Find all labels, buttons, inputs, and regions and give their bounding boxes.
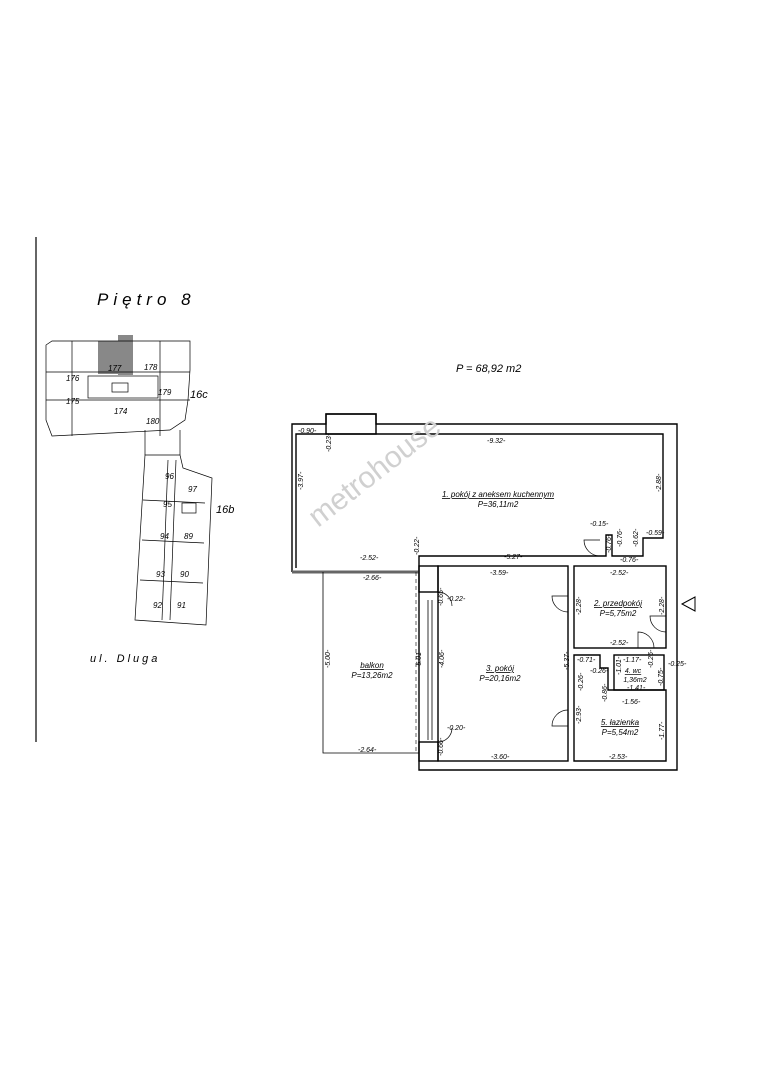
dimension-label: -5.37-	[564, 651, 571, 670]
dimension-label: -3.60-	[491, 754, 510, 761]
dimension-label: -2.52-	[610, 570, 629, 577]
unit-label: 95	[163, 500, 172, 509]
dimension-label: -2.66-	[363, 575, 382, 582]
unit-label: 180	[146, 417, 160, 426]
dimension-label: -2.64-	[358, 747, 377, 754]
unit-label: 90	[180, 570, 189, 579]
unit-label: 175	[66, 397, 80, 406]
dimension-label: -2.88-	[656, 473, 663, 492]
dimension-label: -0.90-	[298, 428, 317, 435]
key-plan	[45, 335, 213, 626]
unit-label: 91	[177, 601, 186, 610]
dimension-label: -1.17-	[623, 657, 642, 664]
highlighted-unit	[98, 341, 118, 374]
dimension-label: -0.22-	[414, 536, 421, 555]
room-name: balkon	[360, 661, 384, 670]
dimension-label: -5.27-	[504, 554, 523, 561]
dimension-label: -0.76-	[606, 534, 613, 553]
dimension-label: -2.28-	[659, 596, 666, 615]
room-area: P=36,11m2	[478, 500, 519, 509]
dimension-label: -0.15-	[590, 521, 609, 528]
room-labels: 1. pokój z aneksem kuchennym P=36,11m2 2…	[351, 490, 646, 737]
entrance-arrow-icon	[680, 596, 696, 612]
unit-label: 92	[153, 601, 162, 610]
dimension-label: -1.56-	[622, 699, 641, 706]
dimension-label: -9.32-	[487, 438, 506, 445]
room-name: 1. pokój z aneksem kuchennym	[442, 490, 554, 499]
dimension-label: -3.97-	[298, 471, 305, 490]
dimension-label: -0.26-	[578, 672, 585, 691]
dimension-label: -0.26-	[590, 668, 609, 675]
building-16b: 16b	[216, 504, 234, 516]
dimension-label: -0.26-	[648, 649, 655, 668]
dimension-label: -4.06-	[439, 649, 446, 668]
key-plan-labels: 177 178 176 179 175 174 180 16c 96 97 95…	[66, 363, 234, 610]
dimension-label: -0.20-	[447, 725, 466, 732]
dimension-label: -2.93-	[576, 705, 583, 724]
dimension-label: -2.52-	[360, 555, 379, 562]
room-area: P=20,16m2	[479, 674, 521, 683]
dimension-label: -2.53-	[609, 754, 628, 761]
dimension-label: -0.76-	[617, 528, 624, 547]
room-name: 2. przedpokój	[593, 599, 642, 608]
unit-label: 174	[114, 407, 128, 416]
apartment-walls	[291, 413, 696, 771]
room-area: P=5,75m2	[600, 609, 637, 618]
unit-label: 177	[108, 364, 122, 373]
dimension-label: -0.62-	[633, 528, 640, 547]
dimensions: -0.90- -0.23- -9.32- -3.97- -2.88- -0.15…	[298, 428, 687, 761]
unit-label: 96	[165, 472, 174, 481]
unit-label: 176	[66, 374, 80, 383]
dimension-label: -1.01-	[616, 656, 623, 675]
unit-label: 179	[158, 388, 172, 397]
unit-label: 89	[184, 532, 193, 541]
dimension-label: -0.71-	[577, 657, 596, 664]
highlighted-stair	[118, 335, 133, 375]
street-name: ul. Dluga	[90, 653, 160, 665]
room-area: 1,36m2	[623, 677, 646, 684]
room-name: 3. pokój	[486, 664, 514, 673]
unit-label: 97	[188, 485, 197, 494]
dimension-label: -0.65-	[438, 587, 445, 606]
room-area: P=5,54m2	[602, 728, 639, 737]
total-area: P = 68,92 m2	[456, 363, 521, 375]
unit-label: 94	[160, 532, 169, 541]
dimension-label: -0.25-	[668, 661, 687, 668]
dimension-label: -0.59-	[646, 530, 665, 537]
room-name: 5. łazienka	[601, 718, 640, 727]
unit-label: 178	[144, 363, 158, 372]
dimension-label: -2.52-	[610, 640, 629, 647]
floor-title: Piętro 8	[97, 290, 196, 309]
building-16c: 16c	[190, 389, 208, 401]
dimension-label: -5.01-	[416, 649, 423, 668]
dimension-label: -2.28-	[576, 596, 583, 615]
dimension-label: -0.23-	[326, 433, 333, 452]
dimension-label: -5.00-	[325, 649, 332, 668]
dimension-label: -1.77-	[659, 721, 666, 740]
room-area: P=13,26m2	[351, 671, 393, 680]
watermark: metrohouse	[302, 410, 447, 534]
room-name: 4. wc	[625, 668, 642, 675]
dimension-label: -0.66-	[438, 737, 445, 756]
unit-label: 93	[156, 570, 165, 579]
dimension-label: -3.59-	[490, 570, 509, 577]
dimension-label: -0.75-	[658, 667, 665, 686]
doors	[437, 539, 667, 743]
dimension-label: -0.76-	[620, 557, 639, 564]
dimension-label: -0.86-	[602, 683, 609, 702]
dimension-label: -0.22-	[447, 596, 466, 603]
dimension-label: -1.41-	[627, 685, 646, 692]
